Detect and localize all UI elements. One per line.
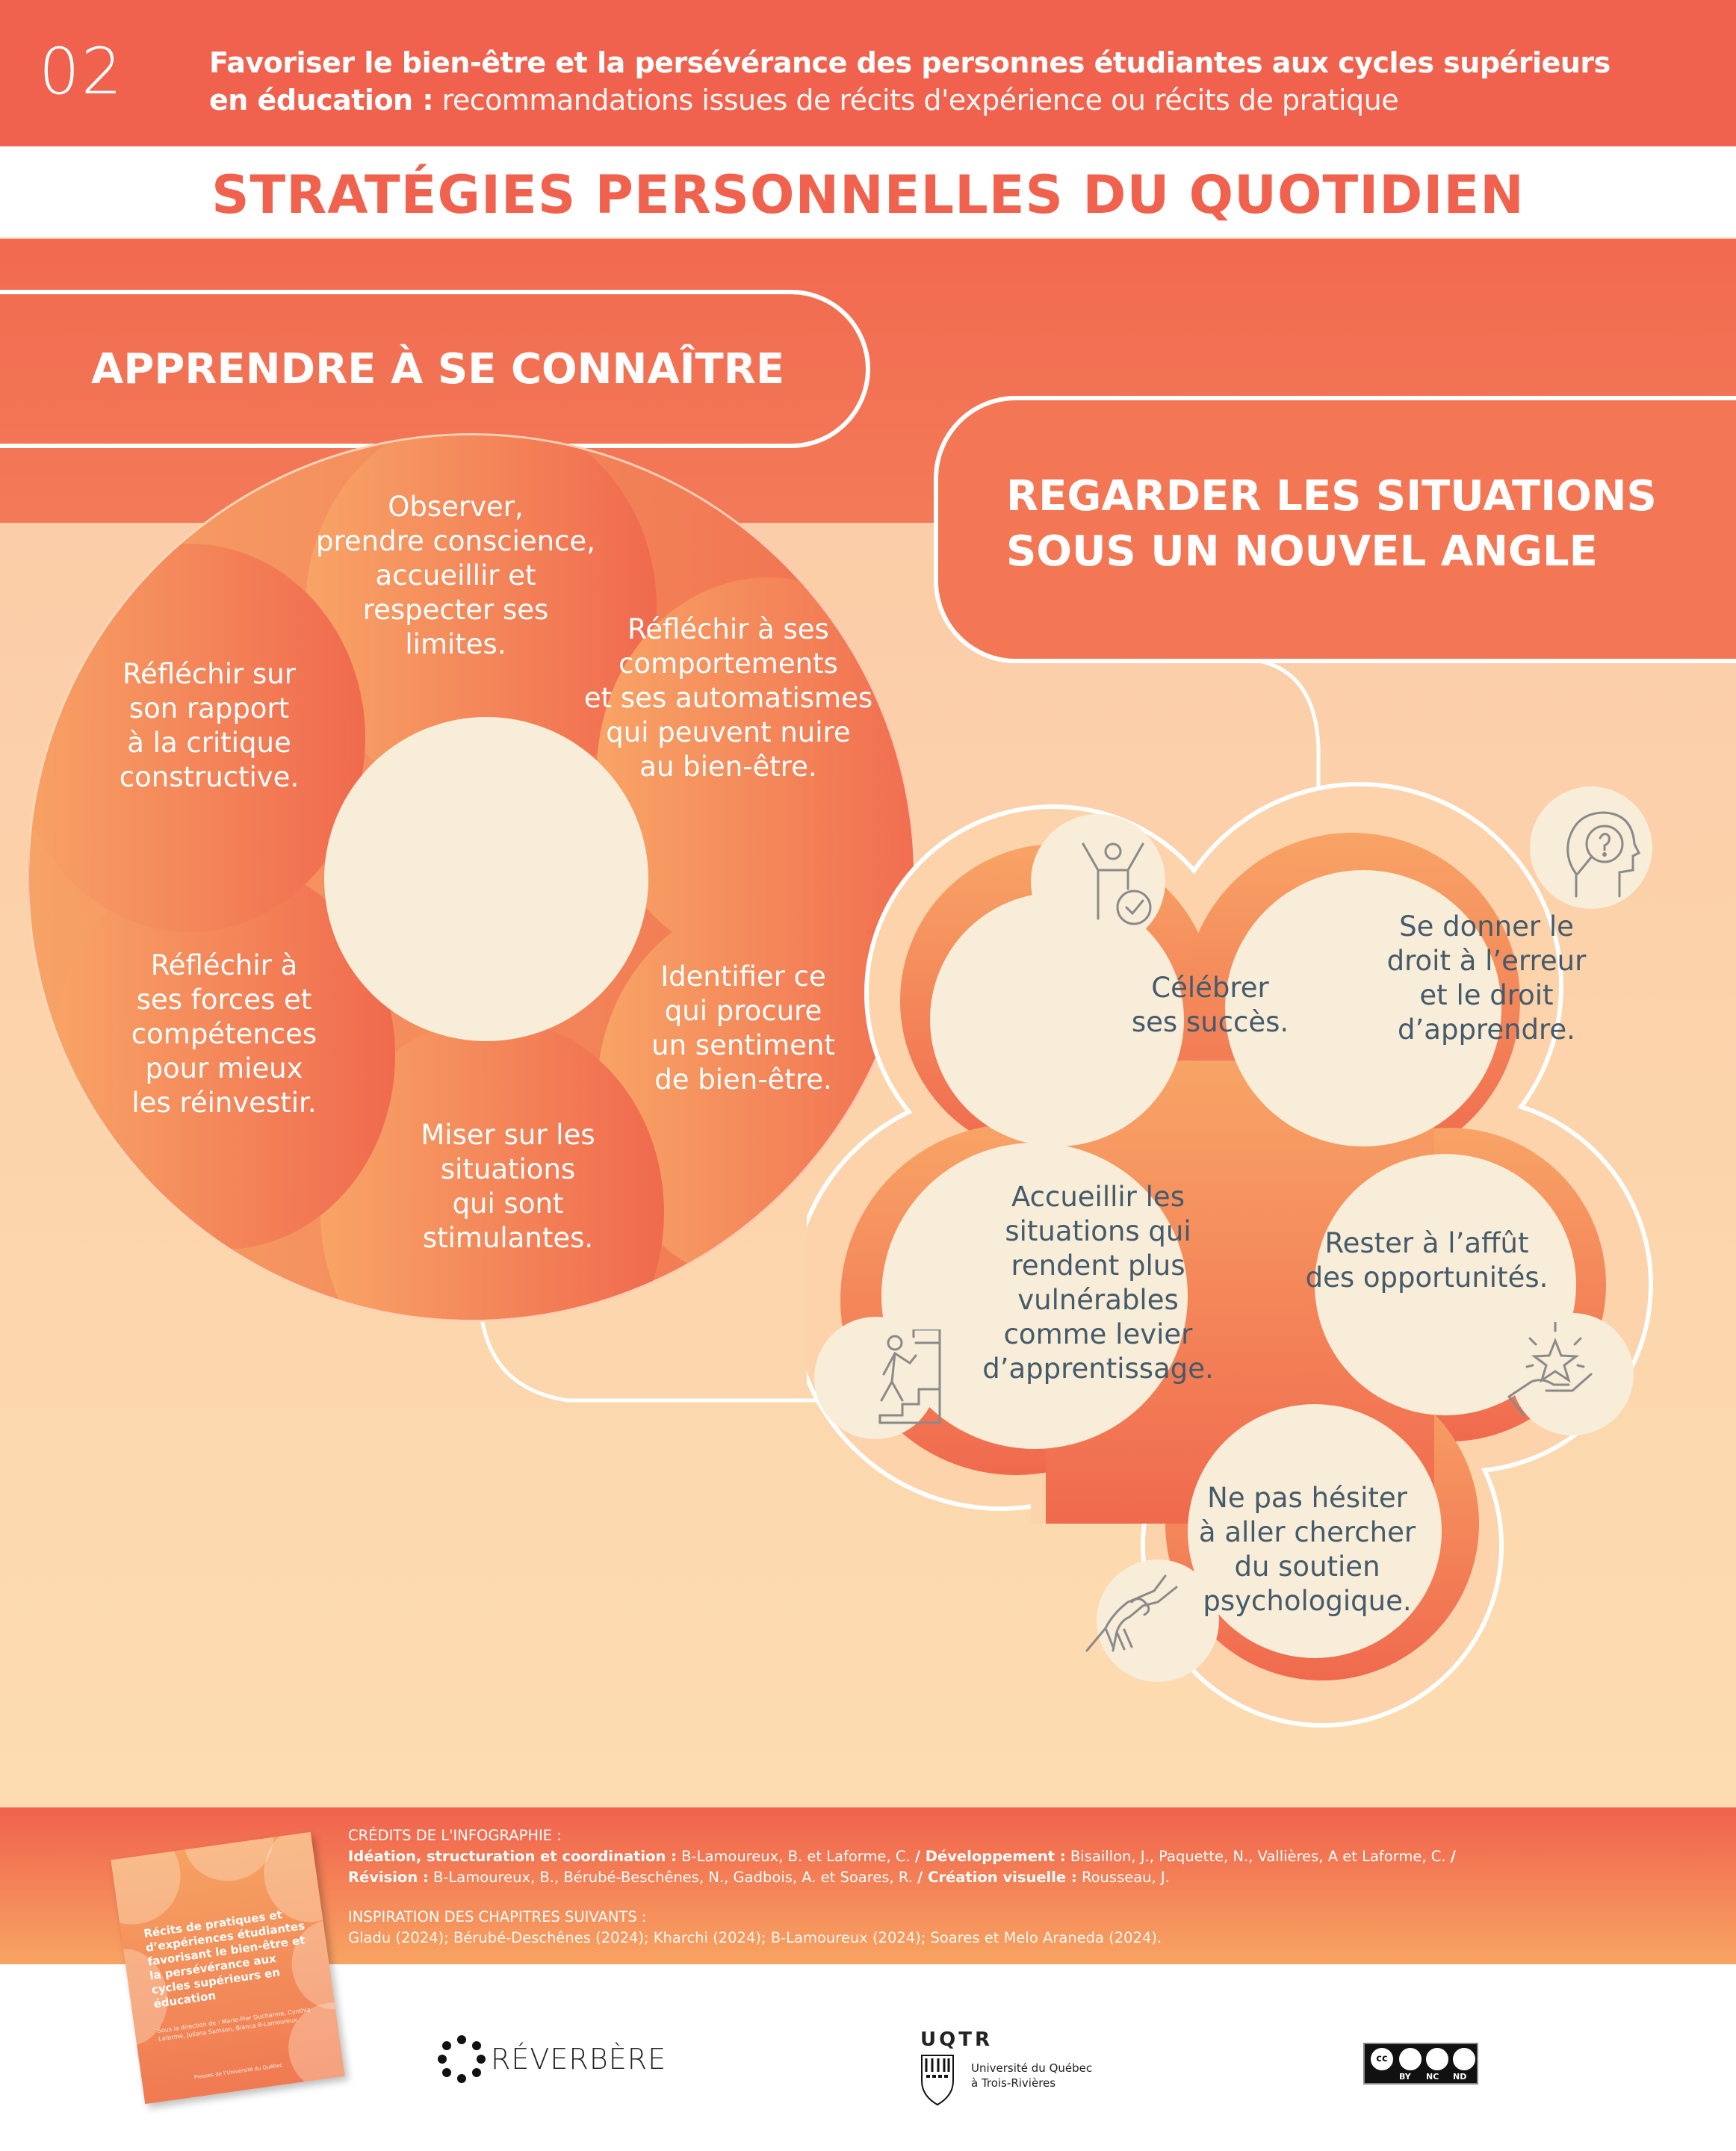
strategy-wellbeing-sources: Identifier ce qui procure un sentiment d… [651,960,835,1096]
book-title: Récits de pratiques et d’expériences étu… [143,1908,306,2011]
credits-line2: Révision : B-Lamoureux, B., Bérubé-Besch… [348,1869,1170,1886]
uqtr-logo-mark: UQTR [920,2029,993,2051]
reverbere-logo-icon [438,2035,486,2083]
strategy-strengths: Réfléchir à ses forces et compétences po… [131,949,317,1119]
credits-visual-label: / Création visuelle : [917,1869,1077,1886]
strategy-behaviours: Réfléchir à ses comportements et ses aut… [583,613,873,783]
helping-hands-icon [1085,1574,1178,1652]
hand-holding-star-icon [1507,1322,1593,1417]
head-magnifier-question-icon [1566,811,1641,898]
celebrating-person-check-icon [1082,842,1152,925]
perspective-cloud [807,782,1653,1728]
strategy-stimulating-situations: Miser sur les situations qui sont stimul… [421,1119,595,1254]
self-knowledge-circle [27,433,916,1322]
header-title-line2-bold: en éducation : [209,84,434,117]
credits-ideation-names: B-Lamoureux, B. et Laforme, C. [676,1848,915,1865]
strategy-critique: Réfléchir sur son rapport à la critique … [119,658,300,793]
section-left-title: APPRENDRE À SE CONNAÎTRE [91,345,785,394]
cc-nc-label: NC [1426,2072,1439,2082]
header-banner [0,0,1736,146]
uqtr-name-line1: Université du Québec [971,2061,1093,2075]
credits-revision-names: B-Lamoureux, B., Bérubé-Beschênes, N., G… [428,1869,918,1886]
strategy-celebrate-successes: Célébrer ses succès. [1131,972,1289,1038]
book-cover-image: Récits de pratiques et d’expériences étu… [111,1831,345,2105]
cc-by-icon [1398,2046,1423,2072]
chapter-number: 02 [39,34,124,109]
person-climbing-stairs-flag-icon [878,1329,941,1424]
strategy-right-to-error: Se donner le droit à l’erreur et le droi… [1386,910,1587,1046]
cc-icon: cc [1369,2046,1395,2072]
cc-nd-icon [1451,2046,1477,2072]
credits-heading: CRÉDITS DE L'INFOGRAPHIE : [348,1827,562,1844]
strategy-psychological-support: Ne pas hésiter à aller chercher du souti… [1198,1482,1416,1617]
credits-revision-label: Révision : [348,1869,429,1886]
section-right-title-line1: REGARDER LES SITUATIONS [1006,472,1657,521]
inspiration-heading: INSPIRATION DES CHAPITRES SUIVANTS : [348,1908,647,1925]
uqtr-shield-icon [921,2055,954,2106]
page-title: STRATÉGIES PERSONNELLES DU QUOTIDIEN [211,164,1525,226]
reverbere-logo-text: RÉVERBÈRE [491,2043,667,2076]
credits-development-label: / Développement : [914,1848,1066,1865]
cc-license-badge[interactable]: cc BY NC ND [1363,2043,1478,2085]
section-right-title-line2: SOUS UN NOUVEL ANGLE [1006,527,1598,576]
cc-nc-icon [1425,2046,1450,2072]
credits-visual-names: Rousseau, J. [1076,1869,1170,1886]
header-subtitle: recommandations issues de récits d'expér… [433,84,1399,117]
credits-ideation-label: Idéation, structuration et coordination … [348,1848,677,1865]
uqtr-name-line2: à Trois-Rivières [971,2076,1056,2090]
header-title-line1: Favoriser le bien-être et la persévéranc… [209,46,1611,79]
petal-top-left [29,544,365,932]
cc-by-label: BY [1399,2072,1411,2082]
title-band [0,146,1736,240]
credits-separator: / [1450,1848,1456,1865]
credits-line1: Idéation, structuration et coordination … [348,1848,1456,1865]
inspiration-text: Gladu (2024); Bérubé-Deschênes (2024); K… [348,1929,1162,1946]
strategy-observe-limits: Observer, prendre conscience, accueillir… [316,491,595,660]
header-title-line2: en éducation : recommandations issues de… [209,84,1399,117]
circle-center [324,717,648,1041]
strategy-opportunities: Rester à l’affût des opportunités. [1305,1227,1549,1294]
section-right-header-box [934,396,1736,663]
credits-development-names: Bisaillon, J., Paquette, N., Vallières, … [1065,1848,1451,1865]
cc-nd-label: ND [1453,2072,1467,2082]
strategy-vulnerable-situations: Accueillir les situations qui rendent pl… [982,1181,1214,1385]
